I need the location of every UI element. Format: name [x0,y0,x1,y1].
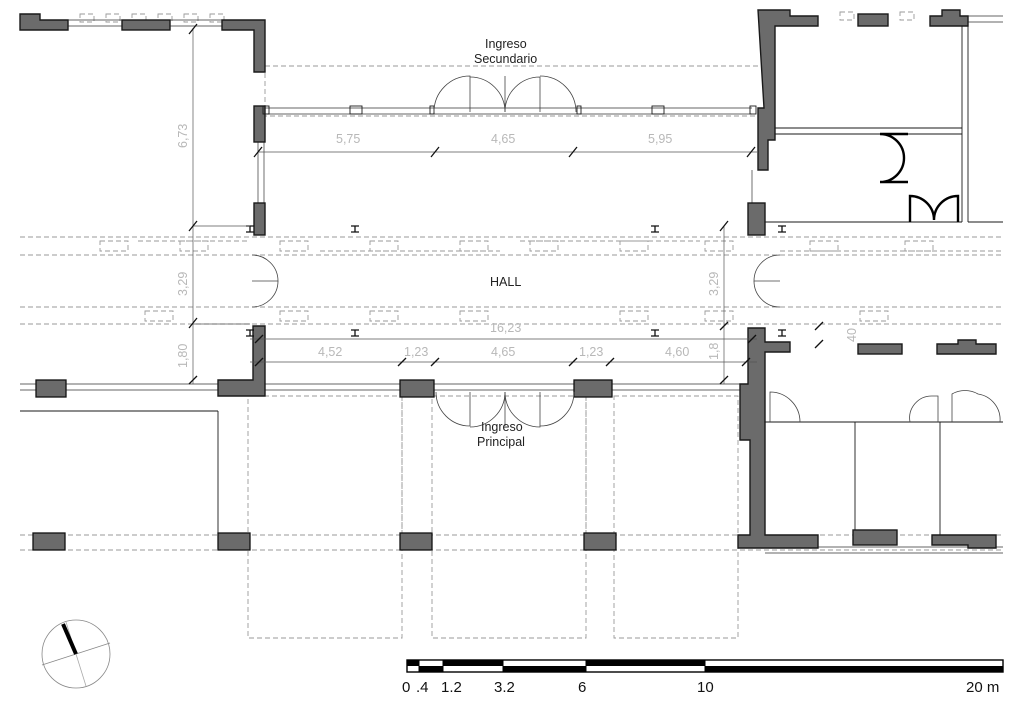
scale-tick-10: 10 [697,679,714,696]
hall-label: HALL [490,275,521,289]
doors [251,75,1001,428]
secondary-entry-label-line2: Secundario [474,52,537,66]
dim-total-width: 16,23 [490,321,521,335]
dimension-text: 5,75 4,65 5,95 16,23 4,52 1,23 4,65 1,23… [176,124,859,368]
dimension-lines [188,23,824,385]
dim-right-2: 1,8 [707,343,721,360]
scale-tick-0: 0 [402,679,410,696]
main-entry-label-line1: Ingreso [481,420,523,434]
dim-right-small: 40 [845,328,859,342]
dim-bottom-4: 1,23 [579,345,603,359]
dashed-grid [20,11,1003,639]
glazing-lines [20,15,1003,554]
dim-bottom-2: 1,23 [404,345,428,359]
dim-left-3: 1,80 [176,344,190,368]
scale-bar: 0 .4 1.2 3.2 6 10 20 m [402,659,1004,696]
dim-top-3: 5,95 [648,132,672,146]
room-labels: Ingreso Secundario HALL Ingreso Principa… [474,37,537,449]
scale-tick-12: 1.2 [441,679,462,696]
dim-bottom-1: 4,52 [318,345,342,359]
dim-right-1: 3,29 [707,272,721,296]
dim-top-1: 5,75 [336,132,360,146]
secondary-entry-label-line1: Ingreso [485,37,527,51]
dim-bottom-3: 4,65 [491,345,515,359]
dim-top-2: 4,65 [491,132,515,146]
scale-tick-32: 3.2 [494,679,515,696]
dim-left-1: 6,73 [176,124,190,148]
scale-tick-6: 6 [578,679,586,696]
dim-left-2: 3,29 [176,272,190,296]
scale-tick-04: .4 [416,679,429,696]
north-arrow-icon [41,619,111,689]
scale-tick-20m: 20 m [966,679,999,696]
dim-bottom-5: 4,60 [665,345,689,359]
main-entry-label-line2: Principal [477,435,525,449]
walls [19,9,997,551]
